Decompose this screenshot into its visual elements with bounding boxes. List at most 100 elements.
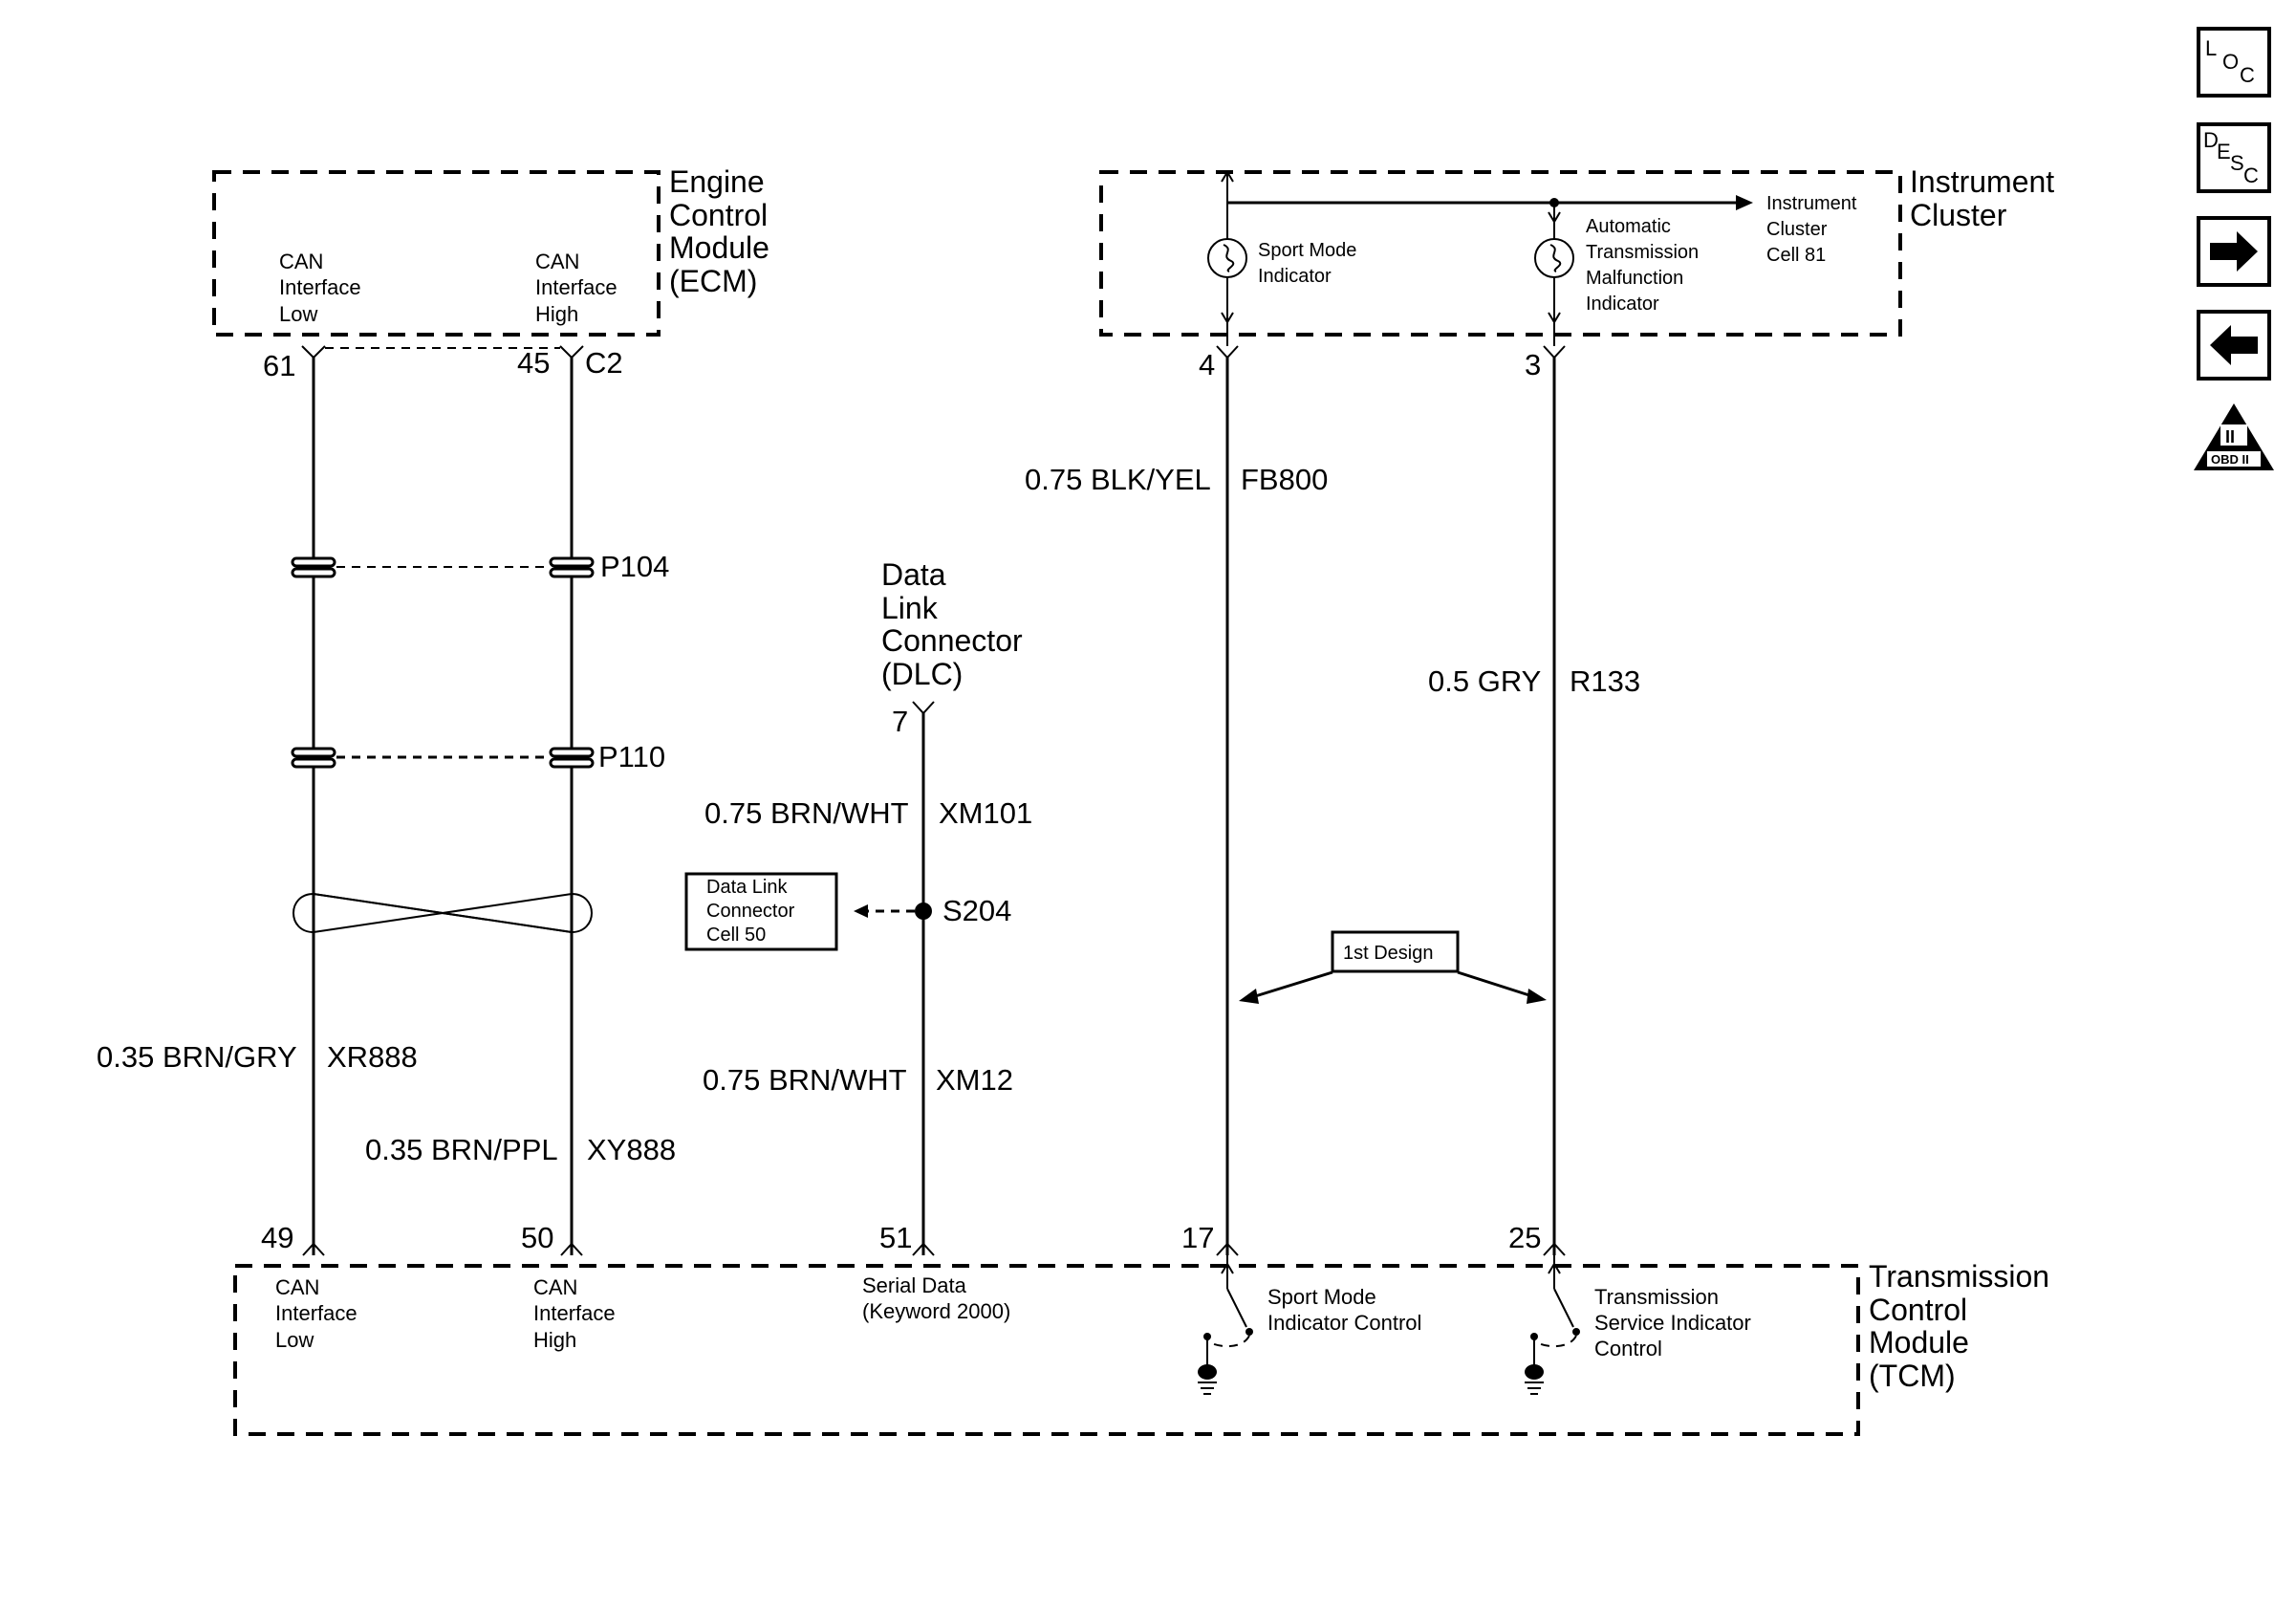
tcm-title-3: Module [1869,1325,1969,1360]
dlc-upper-wire-circuit: XM101 [939,796,1032,830]
sport-wire-circuit: FB800 [1241,463,1328,496]
obd-ii-button[interactable]: II OBD II [2194,403,2274,470]
p110-high-body-2 [549,757,595,769]
ecm-title-3: Module [669,230,769,265]
splice-dot [915,903,932,920]
ecm-module: Engine Control Module (ECM) CAN Interfac… [212,164,769,382]
tcm-terminal-50 [560,1242,583,1256]
atm-wire-circuit: R133 [1570,664,1640,698]
tcm-module: Transmission Control Module (TCM) 49 50 … [233,1221,2049,1436]
tcm-title-1: Transmission [1869,1259,2049,1294]
dlc-cell-ref-2: Connector [706,901,795,922]
dlc-lower-wire-circuit: XM12 [936,1063,1013,1097]
can-high-wire-circuit: XY888 [587,1133,676,1166]
ecm-can-low-label-2: Interface [279,275,361,299]
atm-wire-color: 0.5 GRY [1428,664,1541,698]
cluster-boundary [1099,170,1902,337]
first-design-pointer-right [1457,970,1533,998]
tcm-service-label-1: Transmission [1594,1285,1719,1309]
previous-page-button[interactable] [2197,310,2271,381]
tcm-serial-label-2: (Keyword 2000) [862,1299,1010,1323]
dlc-title-3: Connector [881,623,1023,658]
dlc-upper-wire-color: 0.75 BRN/WHT [704,796,909,830]
sport-switch-contact [1245,1328,1253,1336]
atm-indicator-label-3: Malfunction [1586,268,1683,289]
service-switch-blade [1553,1288,1574,1328]
ecm-can-high-label-1: CAN [535,250,579,273]
cluster-cell-ref-2: Cluster [1766,219,1828,240]
cluster-cell-ref-3: Cell 81 [1766,245,1826,266]
sport-lamp-filament [1223,244,1235,272]
tcm-serial-label-1: Serial Data [862,1273,967,1297]
tcm-can-high-label-3: High [533,1328,576,1352]
next-page-button[interactable] [2197,216,2271,287]
service-switch-link [1533,1335,1577,1348]
can-low-wire-color: 0.35 BRN/GRY [97,1040,297,1074]
dlc-cell-50-reference[interactable] [684,872,838,951]
tcm-service-label-3: Control [1594,1337,1662,1360]
sport-indicator-arrow-top [1221,170,1234,183]
arrow-left-icon [2210,325,2258,365]
atm-lamp-filament [1549,244,1562,272]
can-low-wire-circuit: XR888 [327,1040,418,1074]
dlc-group: Data Link Connector (DLC) 7 [881,557,1023,738]
cluster-bus-arrowhead [1736,195,1753,210]
desc-button-frame[interactable] [2197,122,2271,193]
dlc-title-4: (DLC) [881,657,963,691]
arrow-right-icon [2210,231,2258,272]
sport-ground-icon [1198,1364,1217,1380]
can-high-wire-color: 0.35 BRN/PPL [365,1133,558,1166]
splice-arrowhead [854,904,868,918]
ecm-terminal-61 [301,345,326,359]
cluster-terminal-4 [1216,345,1239,359]
p104-label: P104 [600,550,669,583]
instrument-cluster-module: Instrument Cluster Instrument Cluster Ce… [1099,164,2054,381]
tcm-can-low-label-2: Interface [275,1301,357,1325]
sport-switch-link [1206,1335,1250,1348]
first-design-label: 1st Design [1343,943,1434,964]
tcm-pin-51: 51 [879,1221,912,1254]
sport-indicator-arrow-bottom [1221,312,1234,324]
first-design-arrow-left [1239,989,1259,1004]
loc-letter-2: O [2222,50,2239,74]
p104-low-body-2 [291,567,336,578]
atm-indicator-arrow-bottom [1548,312,1561,324]
tcm-boundary [233,1264,1860,1436]
tcm-can-high-label-1: CAN [533,1275,577,1299]
tcm-can-high-label-2: Interface [533,1301,616,1325]
tcm-title-4: (TCM) [1869,1359,1956,1393]
loc-button[interactable]: L O C [2197,27,2271,98]
dlc-cell-ref-3: Cell 50 [706,925,766,946]
cluster-title-1: Instrument [1910,164,2054,199]
first-design-note: 1st Design [1239,930,1547,1004]
obd-numeral: II [2225,427,2235,446]
desc-button[interactable]: D E S C [2197,122,2271,193]
tcm-terminal-49 [302,1242,325,1256]
ecm-pin-45: 45 [517,346,550,380]
p110-low-body [291,747,336,758]
desc-letter-4: C [2243,163,2259,187]
cluster-cell-ref-1: Instrument [1766,193,1857,214]
ecm-can-high-label-3: High [535,302,578,326]
ecm-pin-61: 61 [263,349,295,382]
tcm-sport-label-2: Indicator Control [1267,1311,1421,1335]
atm-indicator-label-2: Transmission [1586,242,1699,263]
connector-p110: P110 [291,740,665,773]
sport-switch-blade [1226,1288,1247,1328]
loc-letter-3: C [2240,63,2255,87]
ecm-title-4: (ECM) [669,264,757,298]
twisted-pair-cross [313,893,573,933]
ecm-connector-c2: C2 [585,346,623,380]
p110-low-body-2 [291,757,336,769]
cluster-terminal-3 [1543,345,1566,359]
tcm-pin-17: 17 [1181,1221,1214,1254]
ecm-title-2: Control [669,198,768,232]
obd-label-panel [2207,451,2261,467]
tcm-can-low-label-3: Low [275,1328,314,1352]
tcm-sport-label-1: Sport Mode [1267,1285,1376,1309]
twisted-pair-symbol [292,892,593,934]
ecm-can-low-label-1: CAN [279,250,323,273]
dlc-title-2: Link [881,591,939,625]
loc-button-frame[interactable] [2197,27,2271,98]
